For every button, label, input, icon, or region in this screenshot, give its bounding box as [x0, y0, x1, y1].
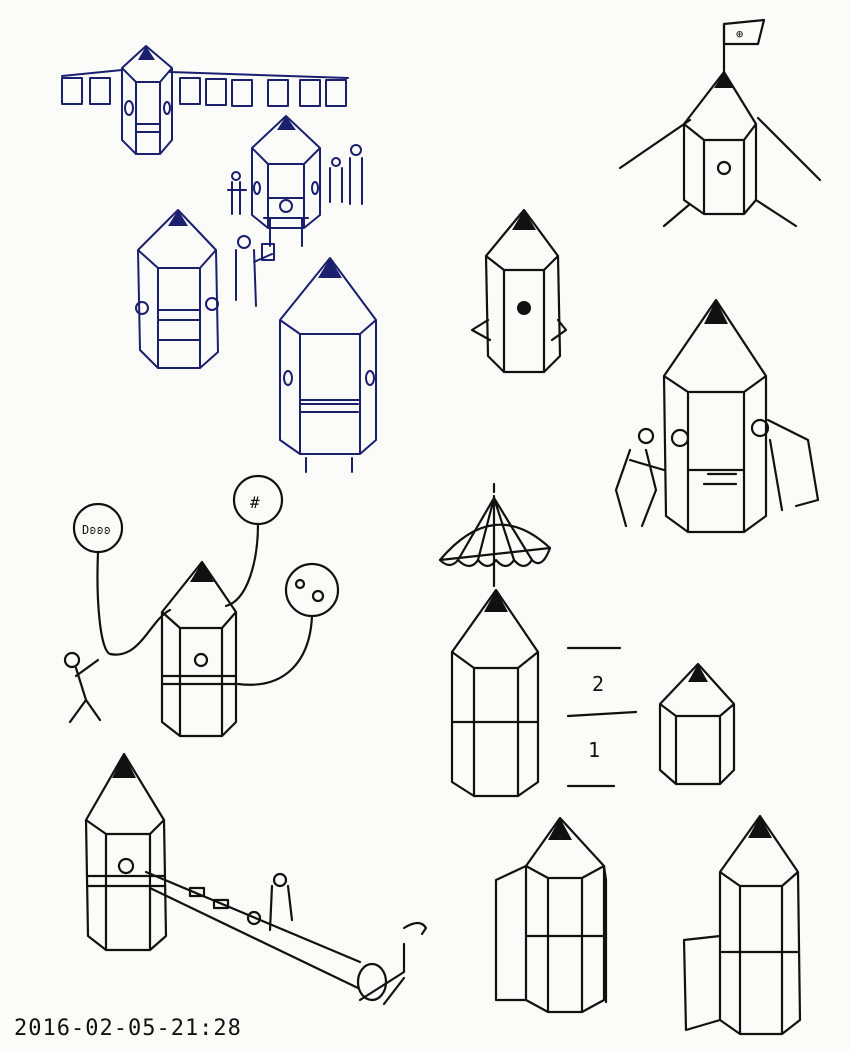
balloon-pencil-kiosk: Dʚʚʚ #	[63, 474, 340, 738]
open-window-pencil-kiosk-with-people	[614, 298, 820, 534]
umbrella-pencil-kiosk	[438, 482, 552, 798]
floor-label-lower: 1	[588, 738, 601, 762]
fins-pencil-kiosk	[470, 208, 568, 374]
short-pencil-kiosk	[658, 662, 736, 786]
bunting-flags	[61, 77, 347, 107]
side-window-pencil-kiosk	[135, 209, 219, 369]
window-counter-pencil-kiosk	[279, 257, 377, 473]
sketch-timestamp: 2016-02-05-21:28	[14, 1016, 242, 1041]
open-door-pencil-kiosk	[682, 814, 802, 1036]
bunting-pencil-kiosk	[61, 45, 349, 155]
vendor-pencil-kiosk	[251, 115, 321, 247]
floor-label-upper: 2	[592, 672, 605, 696]
svg-text:Dʚʚʚ: Dʚʚʚ	[82, 523, 111, 537]
folding-panel-pencil-kiosk	[494, 816, 608, 1014]
people-figures	[227, 144, 363, 307]
svg-text:#: #	[250, 493, 260, 512]
svg-text:⊕: ⊕	[736, 27, 743, 41]
floor-level-markers	[566, 646, 638, 788]
flag-pencil-kiosk-with-legs: ⊕	[618, 18, 822, 228]
conveyor-pencil-kiosk	[84, 752, 428, 1006]
